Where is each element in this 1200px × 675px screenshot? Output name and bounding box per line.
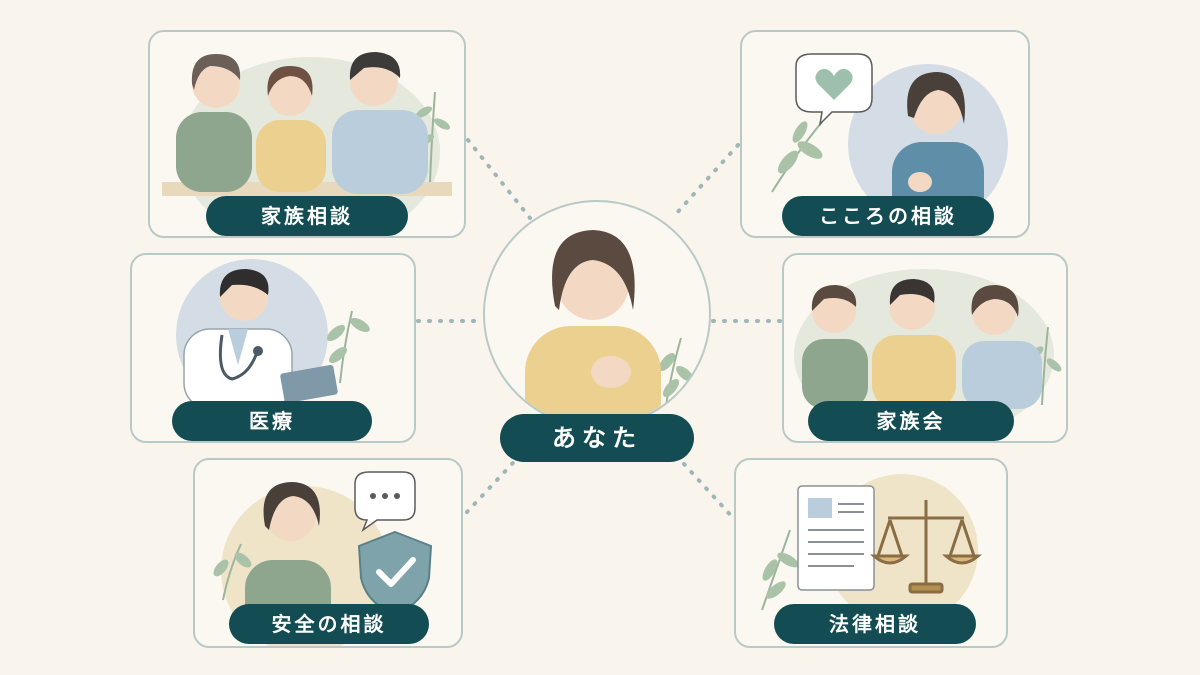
connector-mind-consult [673, 143, 740, 217]
family-group-label: 家族会 [808, 401, 1014, 441]
legal-consult-illustration [761, 474, 982, 626]
legal-consult-label: 法律相談 [774, 604, 976, 644]
plant-icon [326, 310, 370, 384]
scales-icon [870, 500, 982, 594]
you-illustration [525, 230, 695, 426]
leaf-icon [771, 121, 823, 193]
card-mind-consult[interactable]: こころの相談 [740, 30, 1030, 238]
center-you-node[interactable] [483, 200, 711, 428]
card-family-group[interactable]: 家族会 [782, 253, 1068, 443]
family-group-illustration [794, 269, 1062, 441]
leaf-icon [213, 543, 252, 601]
shield-check-icon [357, 530, 433, 616]
mind-consult-label: こころの相談 [782, 196, 994, 236]
medical-illustration [176, 259, 370, 411]
connector-legal-consult [682, 462, 737, 522]
card-medical[interactable]: 医療 [130, 253, 416, 443]
family-consult-illustration [162, 52, 452, 236]
family-consult-label: 家族相談 [206, 196, 408, 236]
card-safety-consult[interactable]: 安全の相談 [193, 458, 463, 648]
leaf-icon [761, 529, 799, 611]
speech-bubble-icon [354, 471, 416, 533]
stethoscope-icon [218, 334, 263, 381]
medical-label: 医療 [172, 401, 372, 441]
center-you-label: あなた [500, 414, 694, 462]
clipboard-icon [280, 365, 338, 403]
heart-speech-bubble-icon [795, 53, 873, 127]
card-legal-consult[interactable]: 法律相談 [734, 458, 1008, 648]
card-family-consult[interactable]: 家族相談 [148, 30, 466, 238]
connector-family-consult [466, 138, 532, 220]
document-icon [797, 485, 875, 591]
safety-consult-label: 安全の相談 [229, 604, 429, 644]
connector-safety-consult [465, 448, 527, 514]
